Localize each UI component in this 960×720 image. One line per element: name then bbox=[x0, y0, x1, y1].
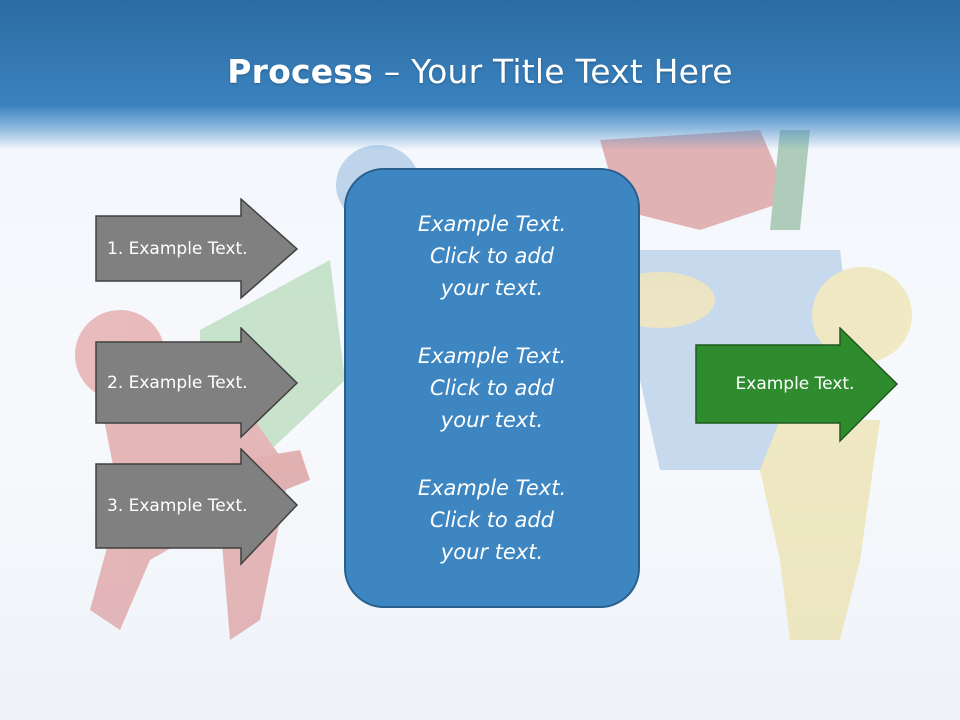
center-paragraph: Example Text. Click to add your text. bbox=[417, 212, 567, 300]
step-arrow-3[interactable]: 3. Example Text. bbox=[95, 448, 300, 566]
title-dash: – bbox=[373, 52, 412, 91]
title-rest: Your Title Text Here bbox=[411, 52, 733, 91]
step-arrow-label: 2. Example Text. bbox=[107, 372, 248, 393]
title-bold: Process bbox=[227, 52, 373, 91]
step-arrow-label: 1. Example Text. bbox=[107, 239, 248, 259]
step-arrow-1[interactable]: 1. Example Text. bbox=[95, 198, 300, 300]
arrow-shape bbox=[95, 327, 299, 439]
result-arrow[interactable]: Example Text. bbox=[695, 327, 900, 443]
result-arrow-label: Example Text. bbox=[735, 374, 855, 394]
center-text-box[interactable]: Example Text. Click to add your text. Ex… bbox=[344, 168, 640, 608]
center-paragraph: Example Text. Click to add your text. bbox=[417, 344, 567, 432]
arrow-shape bbox=[95, 448, 299, 566]
step-arrow-2[interactable]: 2. Example Text. bbox=[95, 327, 300, 439]
step-arrow-label: 3. Example Text. bbox=[107, 496, 248, 516]
arrow-shape bbox=[695, 327, 899, 443]
title-bar bbox=[0, 0, 960, 150]
arrow-shape bbox=[95, 198, 299, 300]
center-paragraph: Example Text. Click to add your text. bbox=[417, 476, 567, 564]
slide-title[interactable]: Process – Your Title Text Here bbox=[0, 52, 960, 91]
